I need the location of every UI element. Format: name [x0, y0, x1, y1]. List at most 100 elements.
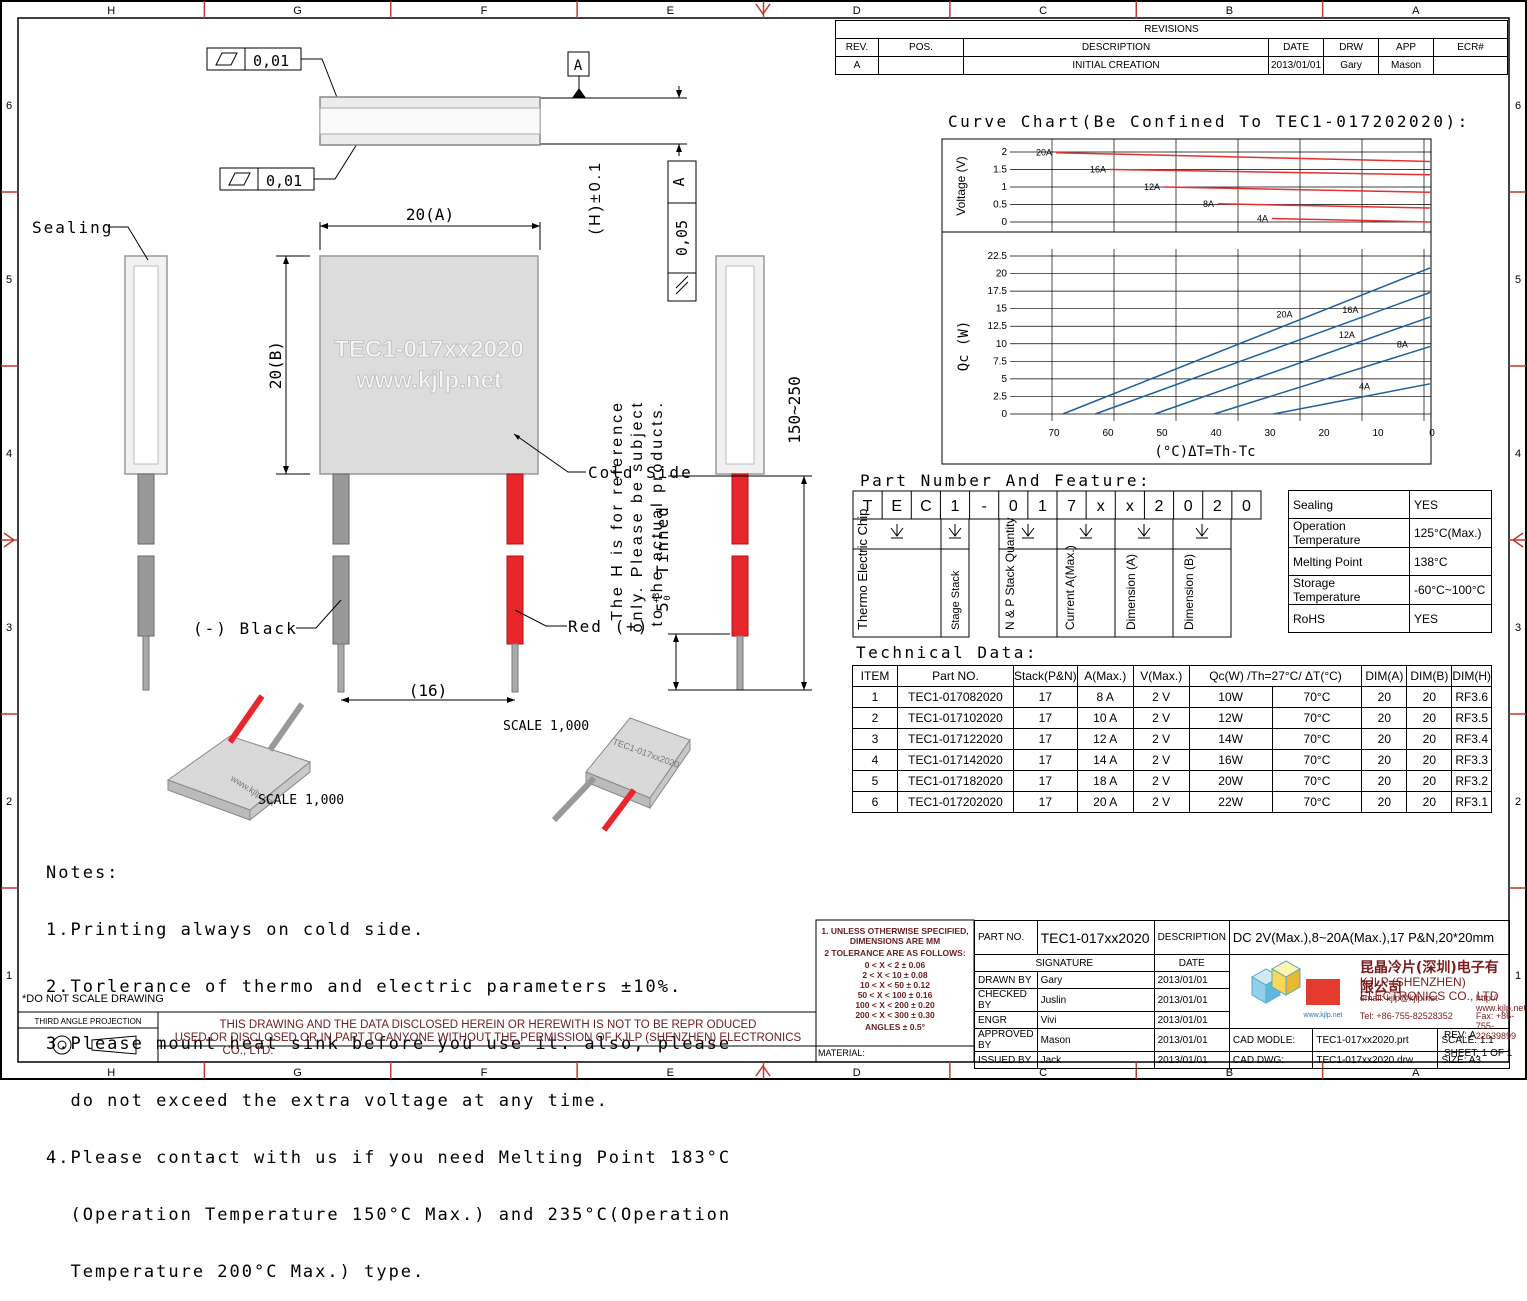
tech-cell: 2 V	[1132, 707, 1190, 729]
pn-desc-stage: Stage Stack	[950, 570, 962, 630]
tech-cell: 70°C	[1271, 791, 1363, 813]
disclaimer-line-2: USED OR DISCLOSED OR IN PART TO ANYONE W…	[175, 1032, 802, 1044]
part-no-label: PART NO.	[974, 920, 1038, 955]
title-block-table: PART NO. TEC1-017xx2020 DESCRIPTION DC 2…	[974, 920, 1526, 1069]
note-3b: do not exceed the extra voltage at any t…	[46, 1091, 609, 1111]
feature-key: Storage Temperature	[1288, 575, 1410, 605]
date-header: DATE	[1153, 954, 1230, 972]
border-col-label: C	[1039, 5, 1047, 17]
pn-char: 0	[1242, 498, 1251, 515]
tolerance-note-1: 1. UNLESS OTHERWISE SPECIFIED,	[821, 926, 968, 936]
cad-dwg-label: CAD DWG:	[1228, 1051, 1314, 1069]
cad-model-label: CAD MODLE:	[1228, 1028, 1314, 1052]
rev-header: DESCRIPTION	[963, 38, 1269, 57]
rev-header: DRW	[1323, 38, 1380, 57]
tech-header: Part NO.	[897, 665, 1014, 687]
module-front-view	[319, 255, 539, 475]
border-row-label: 1	[1515, 970, 1521, 982]
sign-role: ISSUED BY	[974, 1051, 1038, 1069]
tech-cell: 17	[1013, 749, 1078, 771]
sign-date: 2013/01/01	[1153, 1011, 1230, 1029]
description-label: DESCRIPTION	[1153, 920, 1230, 955]
pn-char: 0	[1009, 498, 1018, 515]
tech-cell: 16W	[1188, 749, 1273, 771]
tolerance-row: 100 < X < 200 ± 0.20	[855, 1000, 935, 1010]
iso-module-right: TEC1-017xx2020	[551, 717, 691, 832]
tech-header: Qc(W) /Th=27°C/ ΔT(°C)	[1188, 665, 1363, 687]
revisions-title: REVISIONS	[835, 20, 1508, 39]
note-4a: 4.Please contact with us if you need Mel…	[46, 1148, 732, 1168]
tech-cell: 2 V	[1132, 749, 1190, 771]
pn-desc-dim-a: Dimension (A)	[1124, 554, 1138, 630]
feature-key: Sealing	[1288, 490, 1410, 519]
down-arrow-icon	[1079, 524, 1093, 539]
tolerance-row: 50 < X < 100 ± 0.16	[858, 990, 933, 1000]
rev-header: REV.	[835, 38, 879, 57]
chart-title: Curve Chart(Be Confined To TEC1-01720202…	[948, 112, 1470, 131]
qc-tick-label: 15	[996, 304, 1008, 315]
tech-cell: 4	[852, 749, 898, 771]
tech-cell: 20	[1361, 707, 1408, 729]
pn-desc-dim-b: Dimension (B)	[1182, 554, 1196, 630]
tech-cell: 17	[1013, 686, 1078, 708]
black-wire-label: (-) Black	[193, 619, 298, 638]
pn-char: 0	[1184, 498, 1193, 515]
rev-header: ECR#	[1433, 38, 1508, 57]
voltage-series-line	[1271, 217, 1431, 223]
tech-cell: 2 V	[1132, 770, 1190, 792]
flatness-symbol-box	[206, 47, 246, 71]
sign-role: DRAWN BY	[974, 971, 1038, 989]
tech-header: Stack(P&N)	[1013, 665, 1078, 687]
company-cell: www.kjlp.net 昆晶冷片(深圳)电子有限公司 KJLP (SHENZH…	[1228, 954, 1526, 1041]
qc-series-line	[1213, 345, 1431, 415]
qc-series-label: 8A	[1397, 339, 1408, 349]
qc-tick-label: 2.5	[993, 391, 1007, 402]
part-no-value: TEC1-017xx2020	[1036, 920, 1155, 955]
voltage-axis-label: Voltage (V)	[954, 156, 968, 215]
border-col-label: E	[667, 1067, 674, 1079]
voltage-series-label: 20A	[1036, 148, 1052, 158]
rev-header: APP	[1378, 38, 1435, 57]
tech-cell: 17	[1013, 728, 1078, 750]
watermark-model: TEC1-017xx2020	[334, 336, 523, 363]
company-logo: www.kjlp.net	[1250, 960, 1342, 1019]
sign-role: APPROVED BY	[974, 1028, 1038, 1052]
note-4c: Temperature 200°C Max.) type.	[46, 1262, 426, 1282]
qc-tick-label: 17.5	[988, 286, 1008, 297]
width-dimension: 20(A)	[406, 205, 454, 224]
h-note-2: The H is for reference	[609, 400, 626, 621]
tech-cell: 70°C	[1271, 728, 1363, 750]
border-col-label: H	[107, 5, 115, 17]
tolerance-row: 200 < X < 300 ± 0.30	[855, 1010, 935, 1020]
size-field: SIZE: A3	[1437, 1051, 1510, 1069]
border-row-label: 3	[1515, 622, 1521, 634]
flatness-value-bottom: 0,01	[266, 172, 302, 190]
qc-tick-label: 7.5	[993, 356, 1007, 367]
tech-cell: 20	[1406, 686, 1453, 708]
voltage-series-line	[1055, 151, 1431, 163]
down-arrow-icon	[1195, 524, 1209, 539]
tech-cell: 20 A	[1076, 791, 1134, 813]
rev-cell	[1433, 56, 1508, 75]
pn-char: x	[1126, 498, 1134, 515]
tech-cell: 20W	[1188, 770, 1273, 792]
pn-desc-stack: N & P Stack Quantity	[1003, 518, 1017, 631]
border-row-label: 3	[6, 622, 12, 634]
sheet-field: SHEET: 1 OF 1	[1444, 1048, 1513, 1059]
material-label: MATERIAL:	[818, 1048, 865, 1058]
signature-header: SIGNATURE	[974, 954, 1155, 972]
border-col-label: G	[293, 5, 302, 17]
x-tick-label: 40	[1210, 428, 1222, 439]
tech-cell: 22W	[1188, 791, 1273, 813]
sign-date: 2013/01/01	[1153, 988, 1230, 1012]
border-row-label: 5	[6, 274, 12, 286]
h-note-3: only. Please be subject	[629, 400, 646, 632]
qc-series-label: 12A	[1339, 330, 1355, 340]
tech-header: V(Max.)	[1132, 665, 1190, 687]
tech-cell: 12W	[1188, 707, 1273, 729]
tech-cell: TEC1-017202020	[897, 791, 1014, 813]
h-note-4: to the actual products.	[649, 400, 666, 626]
border-col-label: A	[1412, 1067, 1420, 1079]
